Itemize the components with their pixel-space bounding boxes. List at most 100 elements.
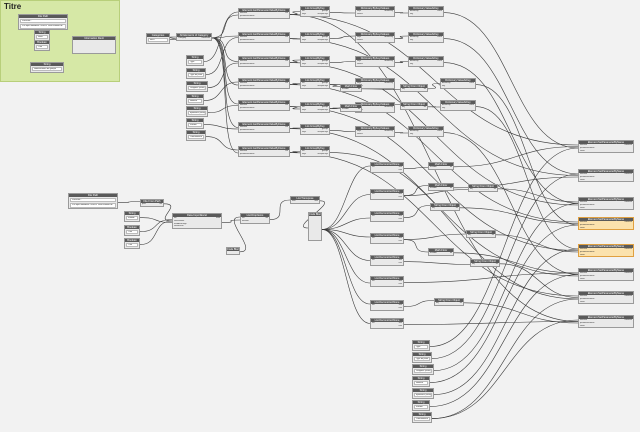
output-port[interactable]: rest	[398, 324, 402, 327]
input-port[interactable]: keys	[356, 82, 375, 85]
output-port[interactable]	[606, 207, 633, 210]
output-port[interactable]: uniqueKeys	[317, 62, 328, 65]
output-port[interactable]: str	[423, 88, 426, 91]
input-port[interactable]: sheetName	[174, 219, 185, 222]
input-port[interactable]: key	[410, 62, 414, 65]
node-path-field[interactable]: D:\Projet Intellibase T\REVIT Revit Fami…	[20, 23, 66, 29]
output-port[interactable]	[375, 39, 394, 42]
input-port[interactable]	[371, 262, 387, 265]
input-port[interactable]: dictionary	[442, 82, 451, 85]
node-value-field[interactable]: Murs	[148, 37, 168, 43]
input-port[interactable]: list	[242, 217, 245, 220]
input-port[interactable]: value	[580, 253, 585, 256]
output-port[interactable]: value	[469, 82, 474, 85]
output-port[interactable]: int	[357, 108, 360, 111]
output-port[interactable]	[606, 150, 633, 153]
output-port[interactable]	[606, 254, 633, 257]
output-port[interactable]: var	[285, 150, 288, 153]
output-port[interactable]: uniqueKeys	[317, 108, 328, 111]
output-port[interactable]	[606, 227, 633, 230]
input-port[interactable]: element	[240, 60, 248, 63]
output-port[interactable]: int	[449, 187, 452, 190]
node-value-field[interactable]: Hauteur	[414, 380, 428, 386]
output-port[interactable]	[458, 85, 475, 88]
input-port[interactable]: key	[410, 38, 414, 41]
node-value-field[interactable]: Epaisseur (Murs)	[188, 110, 206, 116]
output-port[interactable]: first	[398, 322, 402, 325]
input-port[interactable]: values	[357, 38, 363, 41]
output-port[interactable]: Element	[624, 221, 632, 224]
input-port[interactable]: keys	[302, 108, 307, 111]
output-port[interactable]: value	[437, 130, 442, 133]
input-port[interactable]	[371, 218, 387, 221]
input-port[interactable]: list	[302, 36, 305, 39]
input-port[interactable]: list	[372, 215, 375, 218]
node-value-field[interactable]: Type de porte	[188, 72, 204, 78]
input-port[interactable]: element	[240, 36, 248, 39]
input-port[interactable]: list	[302, 82, 305, 85]
output-port[interactable]: str	[423, 106, 426, 109]
input-port[interactable]: value	[580, 226, 585, 229]
output-port[interactable]: uniqueKeys	[317, 152, 328, 155]
node-value-field[interactable]: True	[126, 229, 138, 235]
input-port[interactable]: dictionary	[410, 10, 419, 13]
input-port[interactable]: number	[430, 252, 437, 255]
output-port[interactable]	[315, 237, 321, 240]
input-port[interactable]	[371, 169, 387, 172]
input-port[interactable]: list	[372, 237, 375, 240]
node-value-field[interactable]: Volume	[414, 404, 428, 410]
input-port[interactable]: obj	[468, 234, 471, 237]
output-port[interactable]: str	[459, 302, 462, 305]
node-value-field[interactable]: Type	[188, 59, 202, 65]
input-port[interactable]: parameterName	[240, 38, 255, 41]
input-port[interactable]: list	[302, 128, 305, 131]
output-port[interactable]: str	[493, 188, 496, 191]
input-port[interactable]: parameterName	[580, 297, 595, 300]
input-port[interactable]: keys	[302, 38, 307, 41]
output-port[interactable]	[426, 39, 443, 42]
input-port[interactable]: list	[302, 150, 305, 153]
output-port[interactable]: var	[285, 36, 288, 39]
input-port[interactable]: value	[580, 300, 585, 303]
node-value-field[interactable]: Famille	[126, 215, 138, 221]
input-port[interactable]: element	[580, 173, 588, 176]
input-port[interactable]: list	[372, 304, 375, 307]
node-value-field[interactable]: Revit	[36, 34, 48, 40]
output-port[interactable]: var	[285, 12, 288, 15]
input-port[interactable]: parameterName	[580, 274, 595, 277]
input-port[interactable]: parameterName	[580, 203, 595, 206]
output-port[interactable]: Elements	[201, 37, 210, 40]
input-port[interactable]: parameterName	[240, 14, 255, 17]
output-port[interactable]: dictionary	[384, 36, 393, 39]
node-f8[interactable]: Code Block	[226, 247, 240, 255]
output-port[interactable]	[264, 107, 289, 110]
